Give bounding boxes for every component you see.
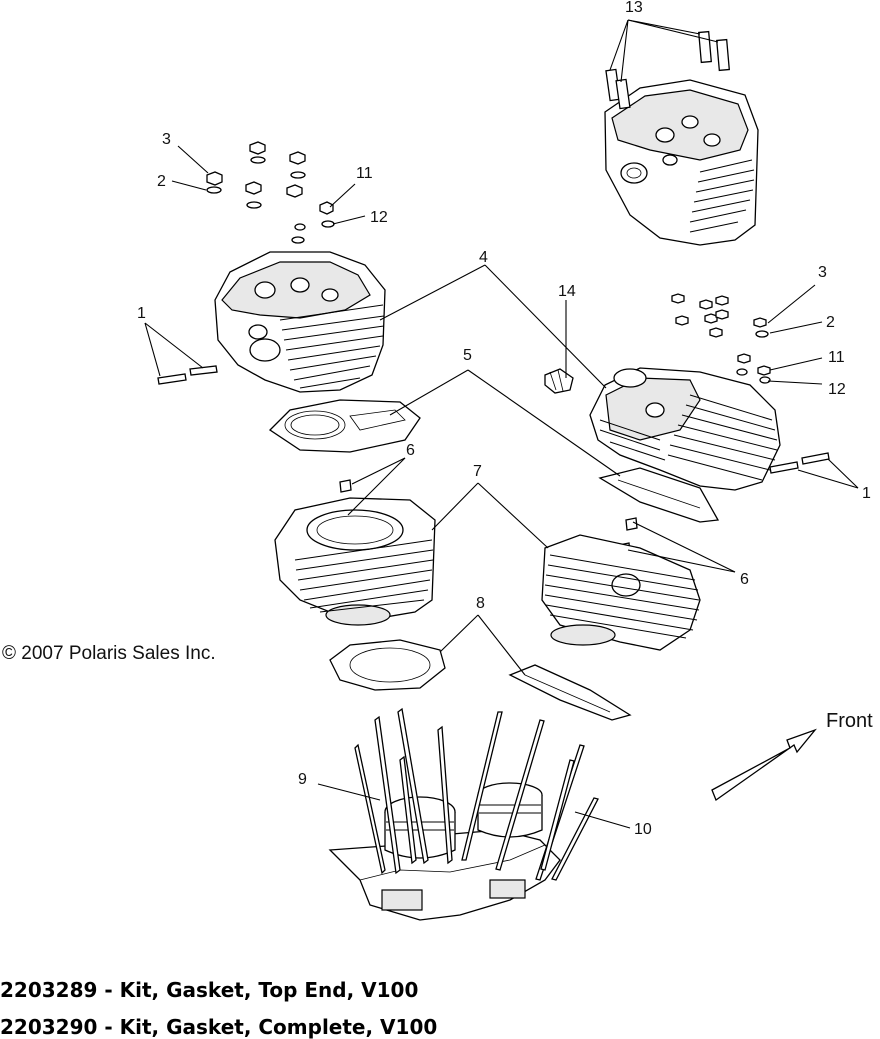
cylinder-head-rear xyxy=(589,367,781,491)
dowel-pins-right xyxy=(769,452,830,474)
cylinder-head-rear-top xyxy=(604,30,759,246)
base-gasket-rear xyxy=(508,664,632,721)
dowel-pins-left xyxy=(157,365,218,385)
callout-11-right: 11 xyxy=(828,349,845,366)
callout-9: 9 xyxy=(298,771,307,788)
kit-line-1: 2203289 - Kit, Gasket, Top End, V100 xyxy=(0,978,419,1002)
callout-12-left: 12 xyxy=(370,209,388,226)
callout-12-right: 12 xyxy=(828,381,846,398)
head-nuts-right-cluster xyxy=(671,293,771,384)
cylinder-front xyxy=(274,497,436,626)
callout-2-right: 2 xyxy=(826,314,835,331)
front-direction-arrow xyxy=(711,728,817,802)
callout-4: 4 xyxy=(479,249,488,266)
head-gasket-rear xyxy=(598,467,720,523)
callout-1-left: 1 xyxy=(137,305,146,322)
callout-14: 14 xyxy=(558,283,576,300)
callout-5: 5 xyxy=(463,347,472,364)
kit-line-2: 2203290 - Kit, Gasket, Complete, V100 xyxy=(0,1015,438,1039)
copyright-notice: © 2007 Polaris Sales Inc. xyxy=(2,643,216,664)
callout-7: 7 xyxy=(473,463,482,480)
callout-1-right: 1 xyxy=(862,485,871,502)
callout-3-right: 3 xyxy=(818,264,827,281)
cylinder-head-front xyxy=(214,251,386,393)
callout-6-right: 6 xyxy=(740,571,749,588)
front-label: Front xyxy=(826,710,873,732)
callout-8: 8 xyxy=(476,595,485,612)
callout-10: 10 xyxy=(634,821,652,838)
callout-2-left: 2 xyxy=(157,173,166,190)
callout-3-left: 3 xyxy=(162,131,171,148)
callout-13: 13 xyxy=(625,0,643,16)
spark-plug-14 xyxy=(544,368,574,394)
base-gasket-front xyxy=(329,639,446,691)
crankcase-assembly xyxy=(328,707,599,921)
cylinder-rear xyxy=(541,534,701,651)
head-nuts-left-cluster xyxy=(206,141,335,244)
head-gasket-front xyxy=(268,399,421,453)
callout-11-left: 11 xyxy=(356,165,373,182)
callout-6-left: 6 xyxy=(406,442,415,459)
leader-lines xyxy=(144,19,859,829)
